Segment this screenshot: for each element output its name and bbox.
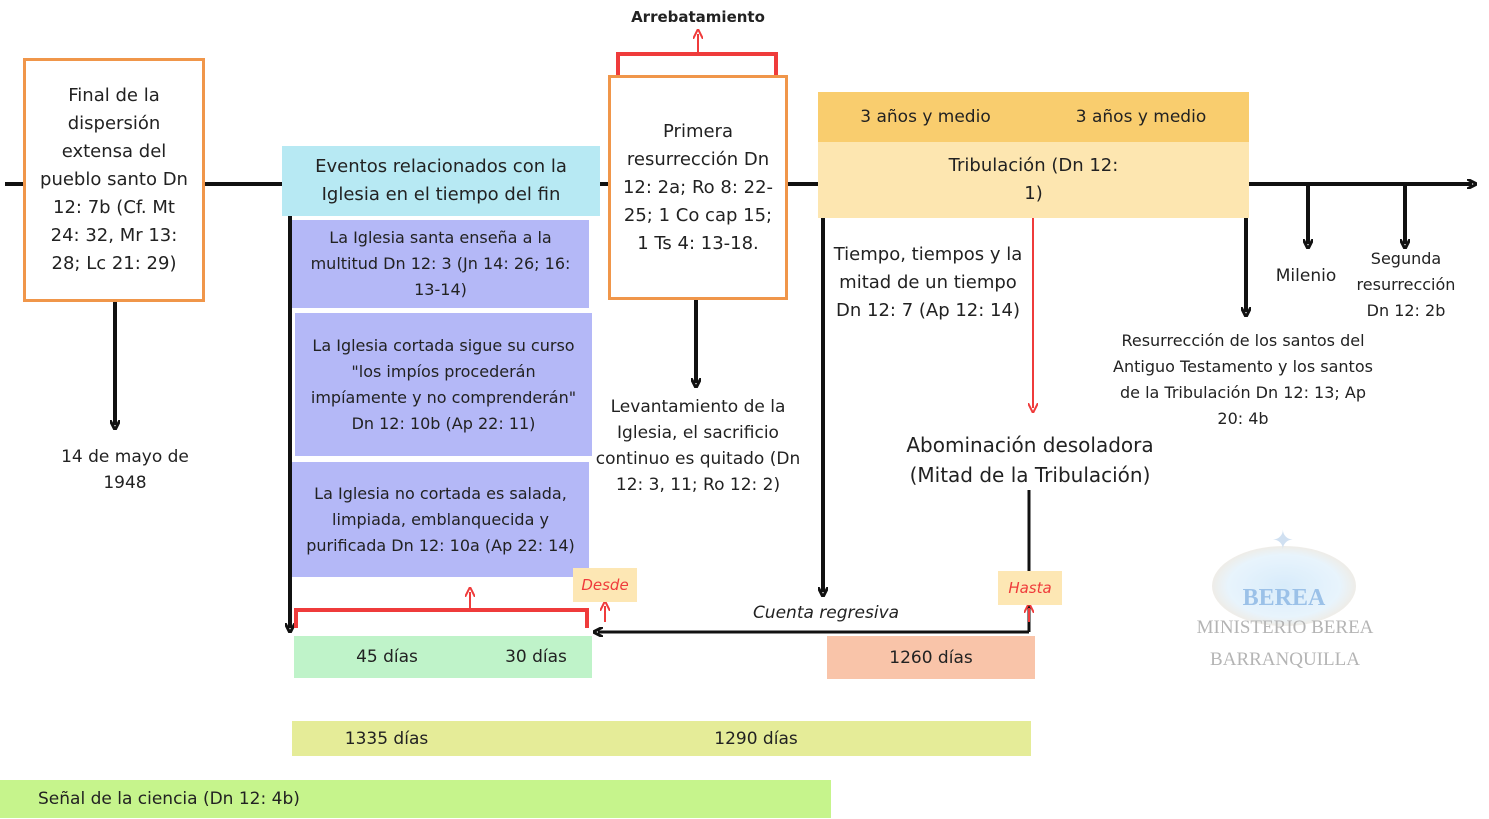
dove-icon: ✦ <box>1272 526 1294 556</box>
sacrifice-removed: Levantamiento de la Iglesia, el sacrific… <box>595 397 801 495</box>
tribulation-box: Tribulación (Dn 12: 1) <box>818 142 1249 218</box>
hasta-tag: Hasta <box>998 571 1062 605</box>
dispersion-box: Final de la dispersión extensa del puebl… <box>23 58 205 302</box>
watermark-line-2: BARRANQUILLA <box>1210 649 1360 670</box>
desde-tag: Desde <box>573 568 637 602</box>
half-tribulation-second: 3 años y medio <box>1033 92 1249 142</box>
date-1948: 14 de mayo de 1948 <box>61 447 189 493</box>
second-resurrection: Segunda resurrección Dn 12: 2b <box>1356 249 1456 320</box>
countdown-label: Cuenta regresiva <box>752 603 900 623</box>
science-sign-bar: Señal de la ciencia (Dn 12: 4b) <box>0 780 831 818</box>
first-resurrection-text: Primera resurrección Dn 12: 2a; Ro 8: 22… <box>622 120 774 254</box>
church-event-2: La Iglesia cortada sigue su curso "los i… <box>295 313 592 456</box>
church-header: Eventos relacionados con la Iglesia en e… <box>282 146 600 216</box>
berea-watermark: ✦ BEREA MINISTERIO BEREA BARRANQUILLA <box>1190 520 1380 680</box>
days-30-bar: 30 días <box>480 636 592 678</box>
rapture-label: Arrebatamiento <box>631 8 765 26</box>
days-1290-bar: 1290 días <box>481 721 1031 756</box>
days-1335-bar: 1335 días <box>292 721 481 756</box>
days-45-bar: 45 días <box>294 636 480 678</box>
dispersion-text: Final de la dispersión extensa del puebl… <box>40 85 188 274</box>
abomination-text: Abominación desoladora (Mitad de la Trib… <box>906 433 1154 487</box>
days-1260-bar: 1260 días <box>827 636 1035 679</box>
first-resurrection-box: Primera resurrección Dn 12: 2a; Ro 8: 22… <box>608 75 788 300</box>
church-event-3: La Iglesia no cortada es salada, limpiad… <box>292 462 589 577</box>
berea-logo-text: BEREA <box>1242 584 1326 611</box>
church-event-1: La Iglesia santa enseña a la multitud Dn… <box>292 220 589 308</box>
time-times-text: Tiempo, tiempos y la mitad de un tiempo … <box>833 244 1023 321</box>
millennium-label: Milenio <box>1275 266 1337 286</box>
watermark-line-1: MINISTERIO BEREA <box>1196 617 1374 638</box>
half-tribulation-first: 3 años y medio <box>818 92 1033 142</box>
berea-logo-circle <box>1212 546 1356 626</box>
ot-resurrection: Resurrección de los santos del Antiguo T… <box>1113 331 1373 428</box>
